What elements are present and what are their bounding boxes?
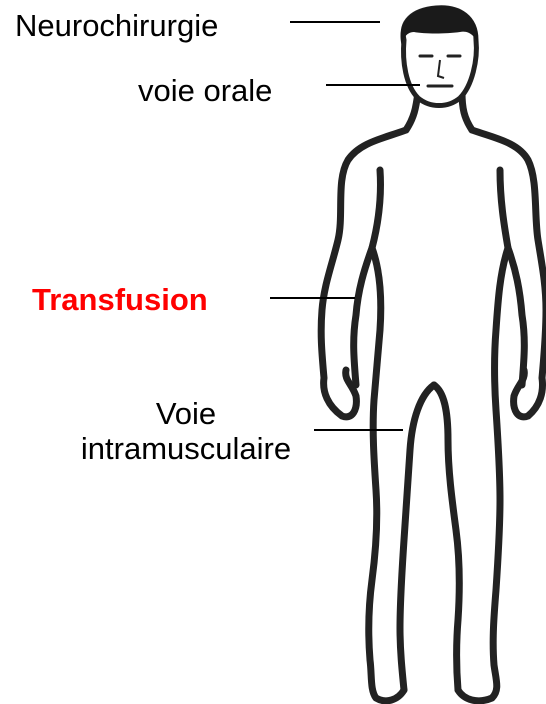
- label-neurochirurgie: Neurochirurgie: [15, 8, 218, 43]
- label-transfusion: Transfusion: [32, 282, 208, 317]
- head-icon: [401, 6, 479, 106]
- label-voie-intramusculaire: Voie intramusculaire: [60, 396, 312, 466]
- label-voie-intramusculaire-line2: intramusculaire: [60, 431, 312, 466]
- label-voie-intramusculaire-line1: Voie: [60, 396, 312, 431]
- human-body-outline-icon: [321, 92, 546, 701]
- label-voie-orale: voie orale: [138, 73, 272, 108]
